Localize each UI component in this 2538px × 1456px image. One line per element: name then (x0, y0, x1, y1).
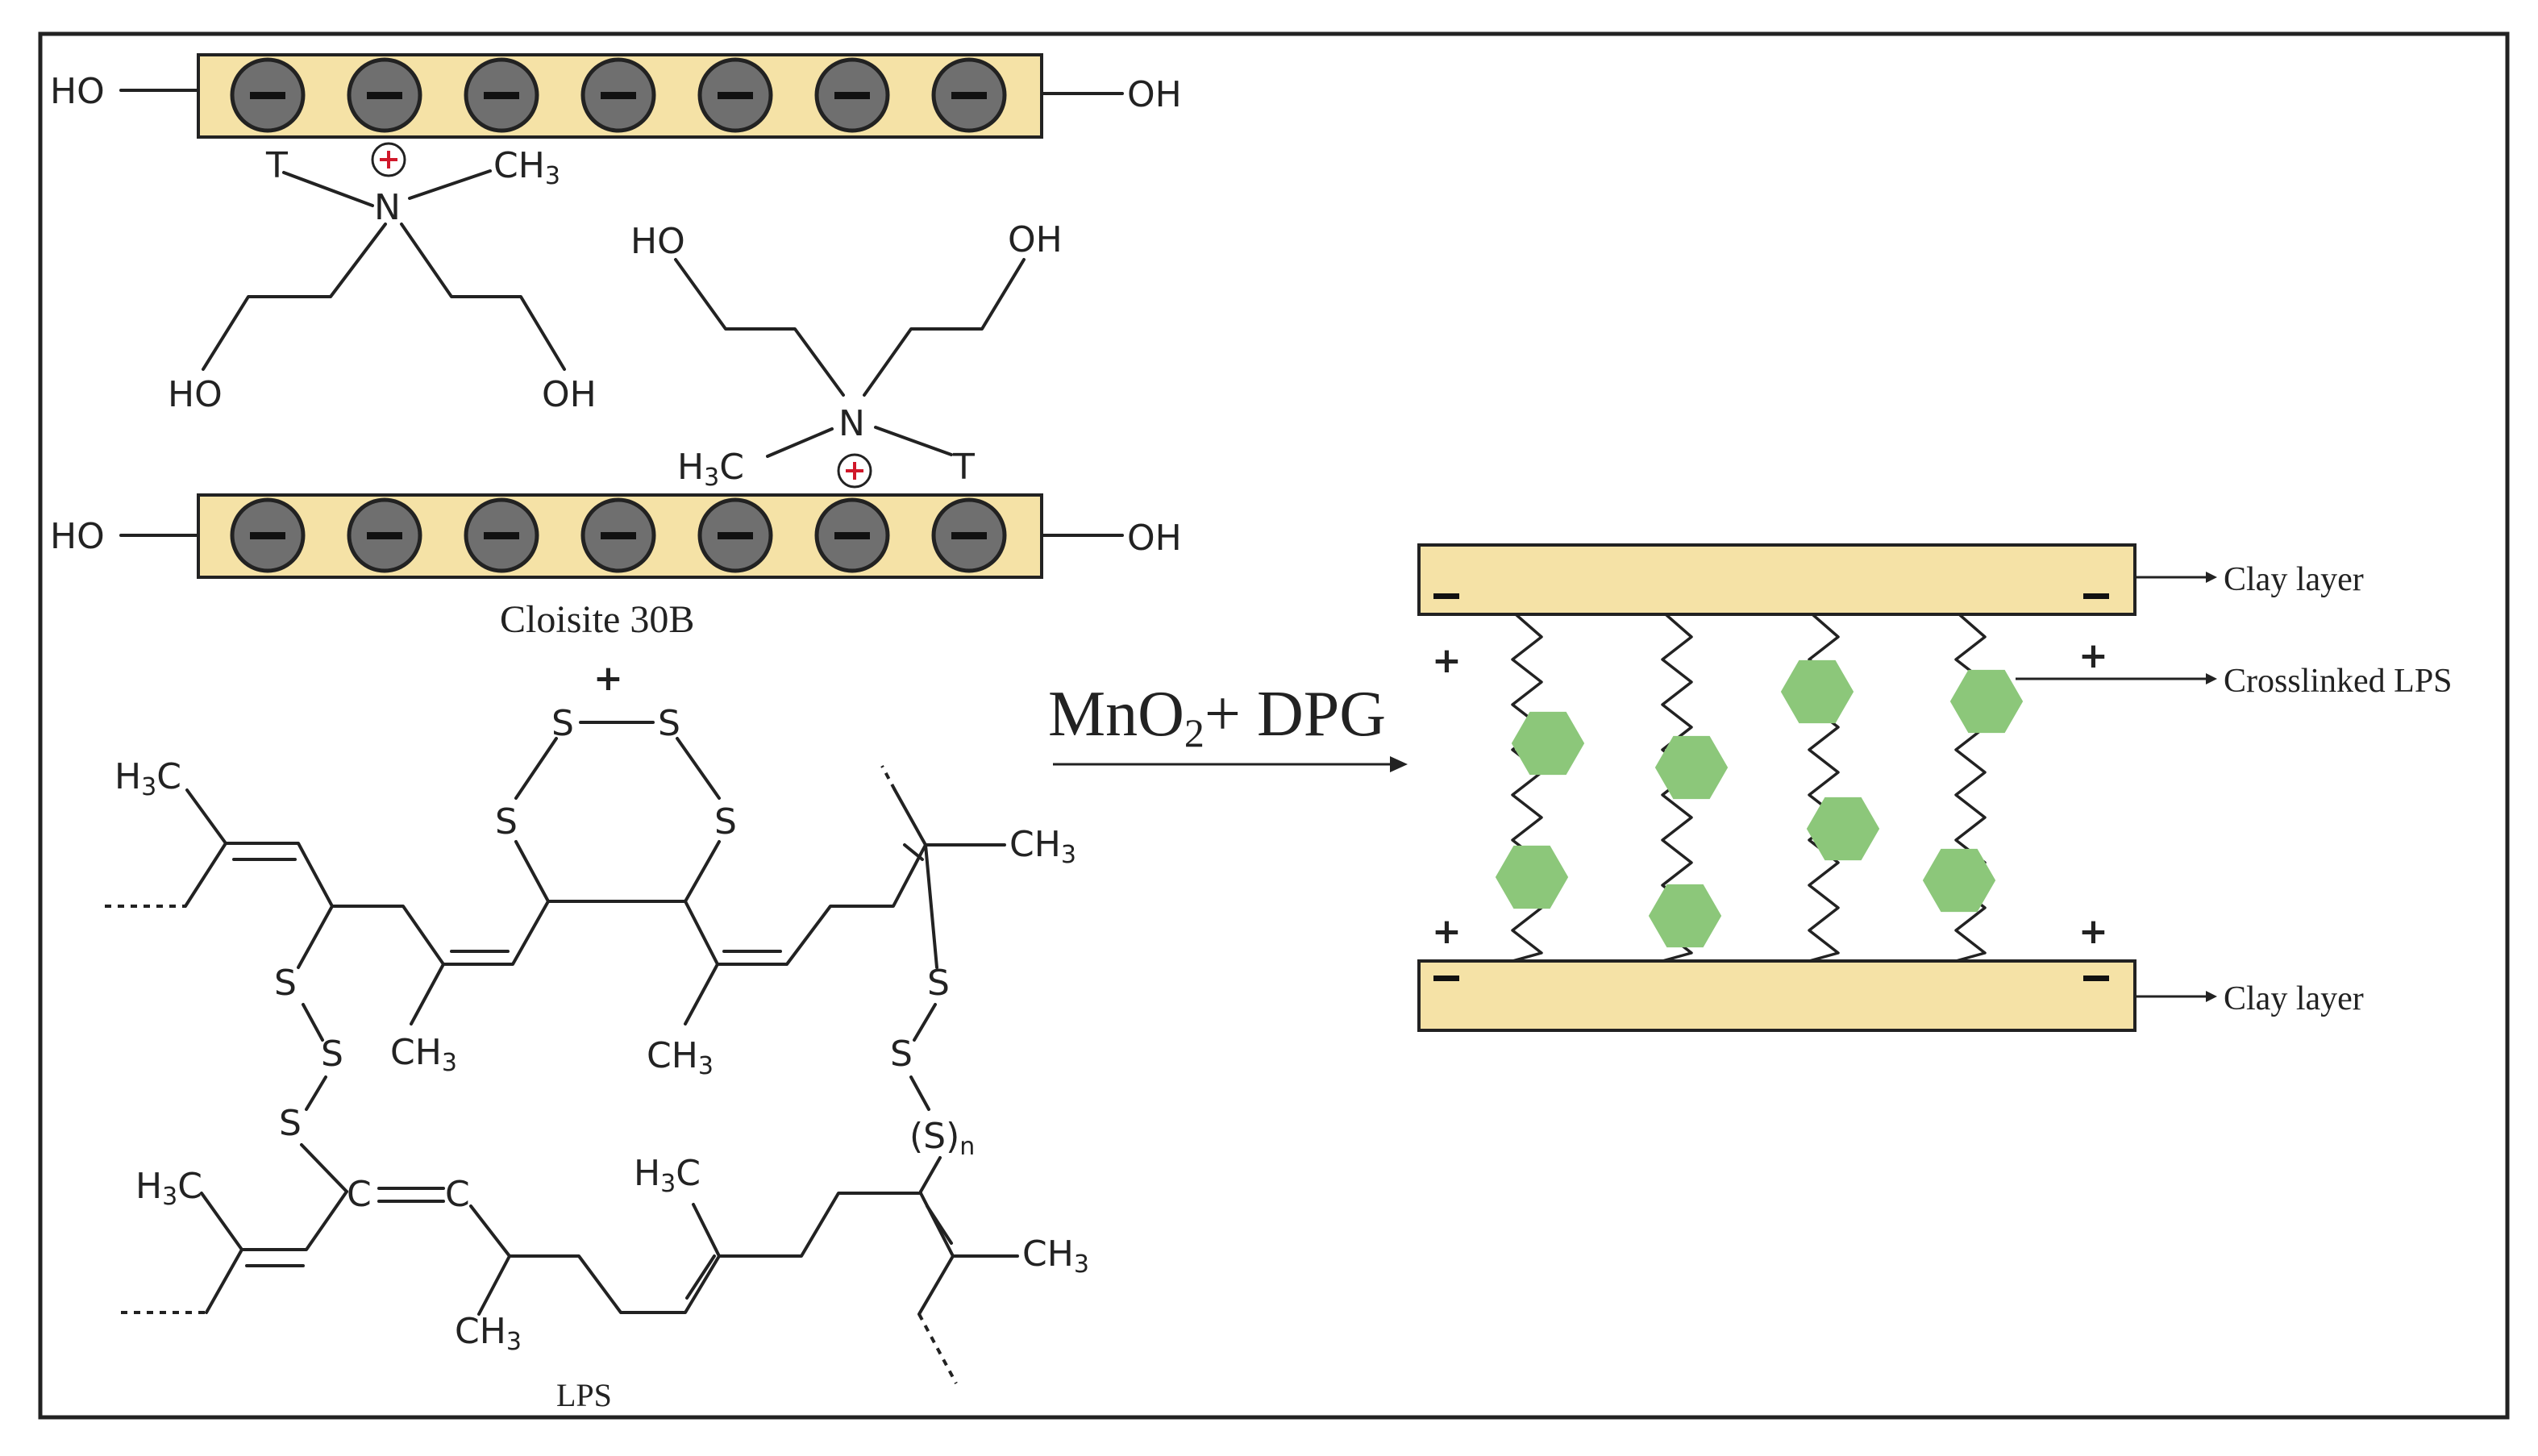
lps-structure: S S S S H3C CH3 CH3 CH3 S S S S (105, 703, 1089, 1413)
negative-charge-row-top (230, 57, 1007, 133)
svg-text:CH3: CH3 (493, 145, 560, 190)
svg-text:N: N (374, 187, 401, 228)
svg-text:OH: OH (1008, 219, 1063, 260)
svg-text:C: C (445, 1174, 470, 1215)
svg-text:S: S (279, 1103, 302, 1144)
negative-charge-bar (367, 92, 402, 99)
svg-text:H3C: H3C (114, 756, 181, 801)
svg-text:S: S (321, 1034, 343, 1075)
svg-text:CH3: CH3 (1022, 1233, 1089, 1279)
negative-charge-bar (250, 92, 285, 99)
negative-charge-bar (951, 532, 987, 539)
intercalated-nanocomposite: + + + + Clay layer Crosslinked LPS Clay … (1417, 543, 2453, 1032)
positive-charge-icon: + (1432, 640, 1462, 681)
svg-text:CH3: CH3 (1009, 824, 1076, 869)
svg-text:C: C (347, 1174, 372, 1215)
svg-text:CH3: CH3 (455, 1311, 522, 1356)
svg-text:S: S (495, 801, 518, 842)
svg-text:H3C: H3C (634, 1153, 701, 1198)
negative-charge-bar (951, 92, 987, 99)
svg-text:HO: HO (50, 516, 105, 557)
svg-text:(S)n: (S)n (909, 1116, 975, 1161)
negative-charge-bar (601, 92, 636, 99)
crosslinked-lps-label: Crosslinked LPS (2224, 663, 2453, 700)
ammonium-cation-top: T N CH3 HO OH (168, 142, 597, 415)
svg-text:OH: OH (542, 374, 597, 415)
svg-text:HO: HO (630, 221, 685, 262)
clay-layer-label: Clay layer (2224, 980, 2364, 1017)
crosslink-hex-icon (1806, 797, 1880, 861)
negative-charge-bar (834, 92, 870, 99)
svg-text:S: S (890, 1034, 913, 1075)
figure-frame (38, 31, 2510, 1420)
crosslink-hex-icon (1922, 848, 1996, 913)
negative-charge-icon (2083, 976, 2109, 981)
reagent-label: MnO2+ DPG (1048, 679, 1386, 755)
negative-charge-bar (601, 532, 636, 539)
hydroxyl-label: OH (1127, 74, 1182, 115)
crosslink-hex-icon (1511, 711, 1585, 776)
positive-charge-icon: + (2078, 635, 2108, 676)
cloisite-30b-structure: HO OH T N CH3 HO OH HO OH N H3C (50, 53, 1182, 699)
negative-charge-icon (1433, 976, 1459, 981)
svg-text:S: S (927, 963, 950, 1004)
crosslink-hex-icon (1654, 735, 1729, 800)
negative-charge-bar (718, 92, 753, 99)
svg-text:H3C: H3C (135, 1166, 202, 1211)
positive-charge-icon: + (1432, 911, 1462, 952)
negative-charge-bar (484, 532, 519, 539)
crosslink-hex-icon (1949, 669, 2024, 734)
crosslinked-chains (1511, 613, 1987, 963)
negative-charge-bar (367, 532, 402, 539)
reaction-arrow: MnO2+ DPG (1048, 679, 1408, 772)
svg-text:H3C: H3C (677, 447, 744, 492)
crosslink-hex-icon (1648, 884, 1722, 948)
negative-charge-bar (718, 532, 753, 539)
positive-charge-icon: + (2078, 911, 2108, 952)
lps-label: LPS (556, 1377, 612, 1413)
crosslink-hex-icon (1495, 845, 1569, 909)
crosslink-nodes (1495, 659, 2024, 948)
svg-text:S: S (714, 801, 737, 842)
negative-charge-bar (834, 532, 870, 539)
svg-text:N: N (838, 403, 865, 444)
crosslink-hex-icon (1780, 659, 1854, 724)
ammonium-cation-bottom: HO OH N H3C T (630, 219, 1063, 492)
svg-text:CH3: CH3 (647, 1035, 714, 1080)
negative-charge-row-bottom (230, 497, 1007, 573)
clay-layer-top (1417, 543, 2136, 616)
negative-charge-icon (2083, 593, 2109, 599)
plus-sign: + (593, 658, 623, 699)
svg-text:HO: HO (168, 374, 223, 415)
cloisite-label: Cloisite 30B (500, 598, 694, 641)
negative-charge-bar (250, 532, 285, 539)
svg-text:CH3: CH3 (390, 1032, 457, 1077)
lps-chain (1511, 613, 1543, 963)
svg-text:T: T (265, 145, 288, 186)
negative-charge-icon (1433, 593, 1459, 599)
clay-layer-bottom (1417, 959, 2136, 1032)
negative-charge-bar (484, 92, 519, 99)
svg-text:OH: OH (1127, 518, 1182, 559)
svg-text:T: T (952, 447, 975, 488)
svg-text:S: S (274, 963, 297, 1004)
clay-layer-label: Clay layer (2224, 561, 2364, 598)
hydroxyl-label: HO (50, 71, 105, 112)
svg-text:S: S (551, 703, 574, 744)
